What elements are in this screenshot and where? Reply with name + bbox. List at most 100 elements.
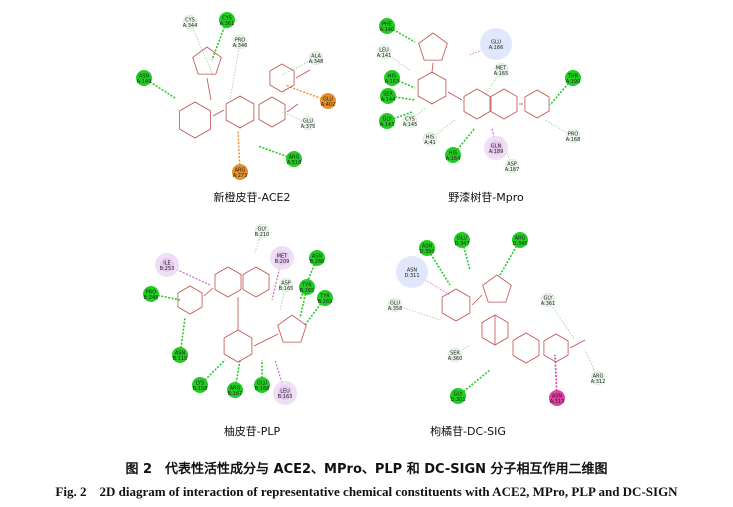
interaction-line [143, 77, 176, 99]
ligand-structure [177, 266, 307, 363]
residue-number: B:269 [318, 299, 333, 305]
residue-name: ARG [593, 374, 604, 380]
residue-number: A:143 [380, 122, 395, 128]
residue-number: D:345 [512, 241, 527, 247]
residue-number: B:165 [279, 286, 294, 292]
figure-caption-chinese: 图 2 代表性活性成分与 ACE2、MPro、PLP 和 DC-SIGN 分子相… [125, 462, 608, 477]
residue-name: LEU [379, 48, 389, 54]
interaction-line [394, 304, 441, 321]
residue-name: ASP [507, 162, 517, 168]
residue-number: B:265 [300, 288, 315, 294]
residue-number: A:360 [448, 356, 463, 362]
residue-name: HIS [388, 74, 396, 80]
residue-number: A:518 [287, 160, 302, 166]
ligand-structure [417, 32, 550, 120]
residue-number: A:358 [388, 306, 403, 312]
residue-name: ARG [515, 236, 526, 242]
residue-name: TYR [319, 294, 330, 300]
residue-number: A:144 [381, 97, 396, 103]
interaction-line [484, 69, 502, 97]
interaction-line [547, 299, 576, 341]
residue-number: A:189 [489, 149, 504, 155]
residue-name: ASN [312, 254, 323, 260]
residue-name: PRO [568, 132, 578, 138]
residue-name: ASN [175, 351, 186, 357]
residue-number: A:165 [494, 71, 509, 77]
residue-name: ARG [230, 386, 241, 392]
residue-name: ASP [281, 281, 291, 287]
panel-title: 柚皮苷-PLP [224, 424, 281, 438]
residue-name: CYS [222, 16, 232, 22]
residue-number: B:209 [275, 259, 290, 265]
residue-name: ARG [235, 168, 246, 174]
residue-number: D:301 [450, 397, 465, 403]
residue-number: B:210 [255, 232, 270, 238]
residue-name: GLU [257, 381, 267, 387]
residue-name: ASN [422, 244, 433, 250]
interaction-line [544, 119, 574, 137]
residue-number: A:375 [301, 124, 316, 130]
residue-number: A:187 [505, 167, 520, 173]
residue-number: A:41 [424, 140, 435, 146]
interaction-line [584, 349, 599, 379]
residue-number: A:402 [321, 102, 336, 108]
residue-number: D:350 [419, 249, 434, 255]
residue-number: B:248 [144, 295, 159, 301]
residue-number: B:266 [310, 259, 325, 265]
residue-number: A:273 [233, 173, 248, 179]
residue-number: B:168 [255, 386, 270, 392]
ligand-structure [441, 274, 586, 364]
residue-name: ALA [311, 54, 321, 60]
interaction-line [199, 359, 226, 386]
residue-number: A:361 [541, 301, 556, 307]
residue-name: LEU [280, 389, 290, 395]
panel-title: 新橙皮苷-ACE2 [214, 190, 291, 204]
residue-number: B:167 [228, 391, 243, 397]
residue-number: A:346 [233, 43, 248, 49]
interaction-figure: CYSA:344CYSA:361PROA:346ALAA:348ASNA:149… [136, 12, 605, 438]
residue-number: B:110 [173, 356, 188, 362]
residue-name: GLN [491, 144, 502, 150]
interaction-line [189, 21, 214, 76]
residue-number: A:163 [385, 79, 400, 85]
residue-name: GLU [491, 40, 501, 46]
interaction-line [304, 297, 326, 326]
residue-name: GLU [390, 301, 400, 307]
residue-number: D:311 [404, 273, 419, 279]
residue-number: A:145 [403, 122, 418, 128]
interaction-line [179, 317, 186, 356]
residue-number: A:168 [566, 137, 581, 143]
residue-name: PRO [235, 38, 245, 44]
residue-name: HIS [449, 151, 457, 157]
residue-number: A:344 [183, 23, 198, 29]
residue-name: THR [567, 74, 579, 80]
residue-name: ASN [139, 74, 150, 80]
